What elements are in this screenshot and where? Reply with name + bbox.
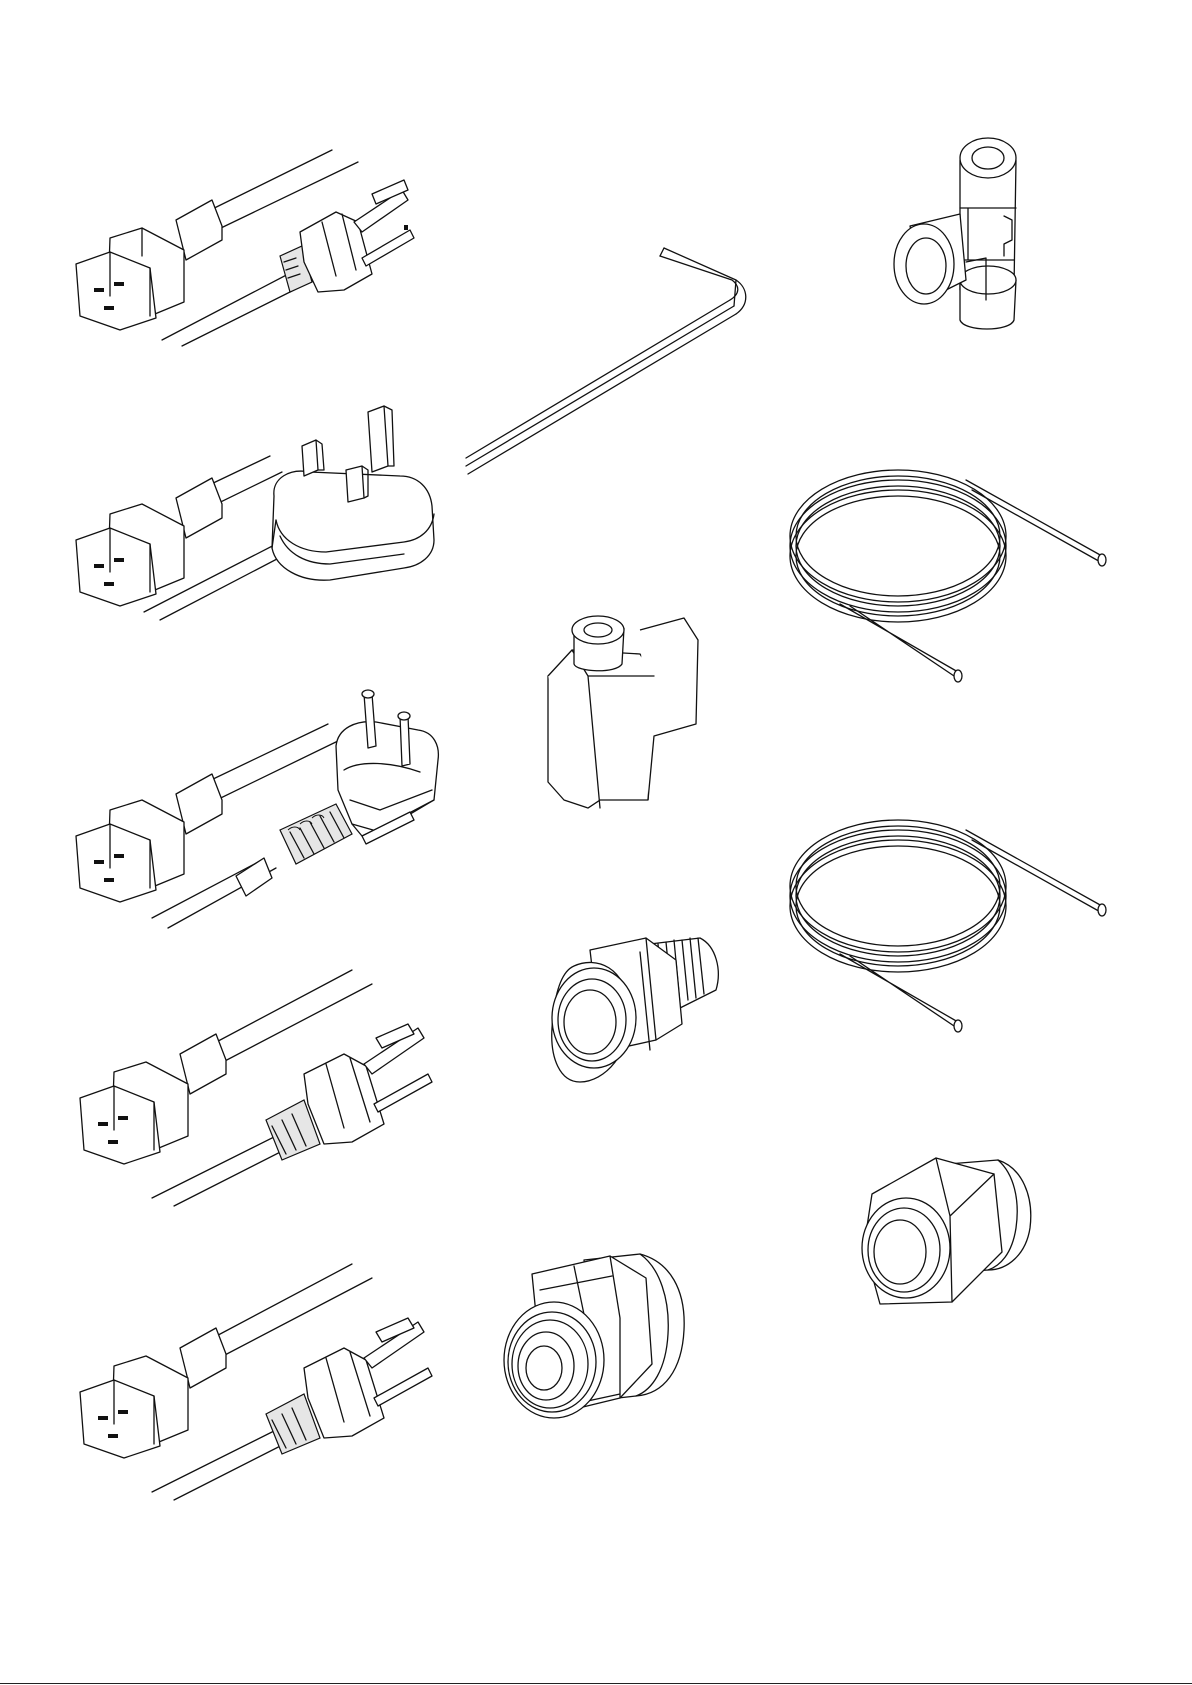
tubing-coil-icon (790, 470, 1106, 682)
power-cord-nema-5-15-icon (80, 970, 432, 1206)
push-in-fitting-icon (504, 1254, 684, 1418)
footer-rule (0, 1683, 1192, 1684)
power-cord-nema-5-15-icon (76, 150, 414, 346)
hex-key-icon (466, 248, 746, 474)
valve-block-icon (548, 616, 698, 808)
tubing-coil-icon (790, 820, 1106, 1032)
cap-nut-icon (862, 1158, 1031, 1304)
tee-fitting-icon (894, 138, 1016, 329)
power-cord-schuko-icon (76, 690, 438, 928)
power-cord-nema-5-15-icon (80, 1264, 432, 1500)
power-cord-bs1363-icon (76, 406, 434, 620)
threaded-adapter-icon (552, 938, 719, 1082)
